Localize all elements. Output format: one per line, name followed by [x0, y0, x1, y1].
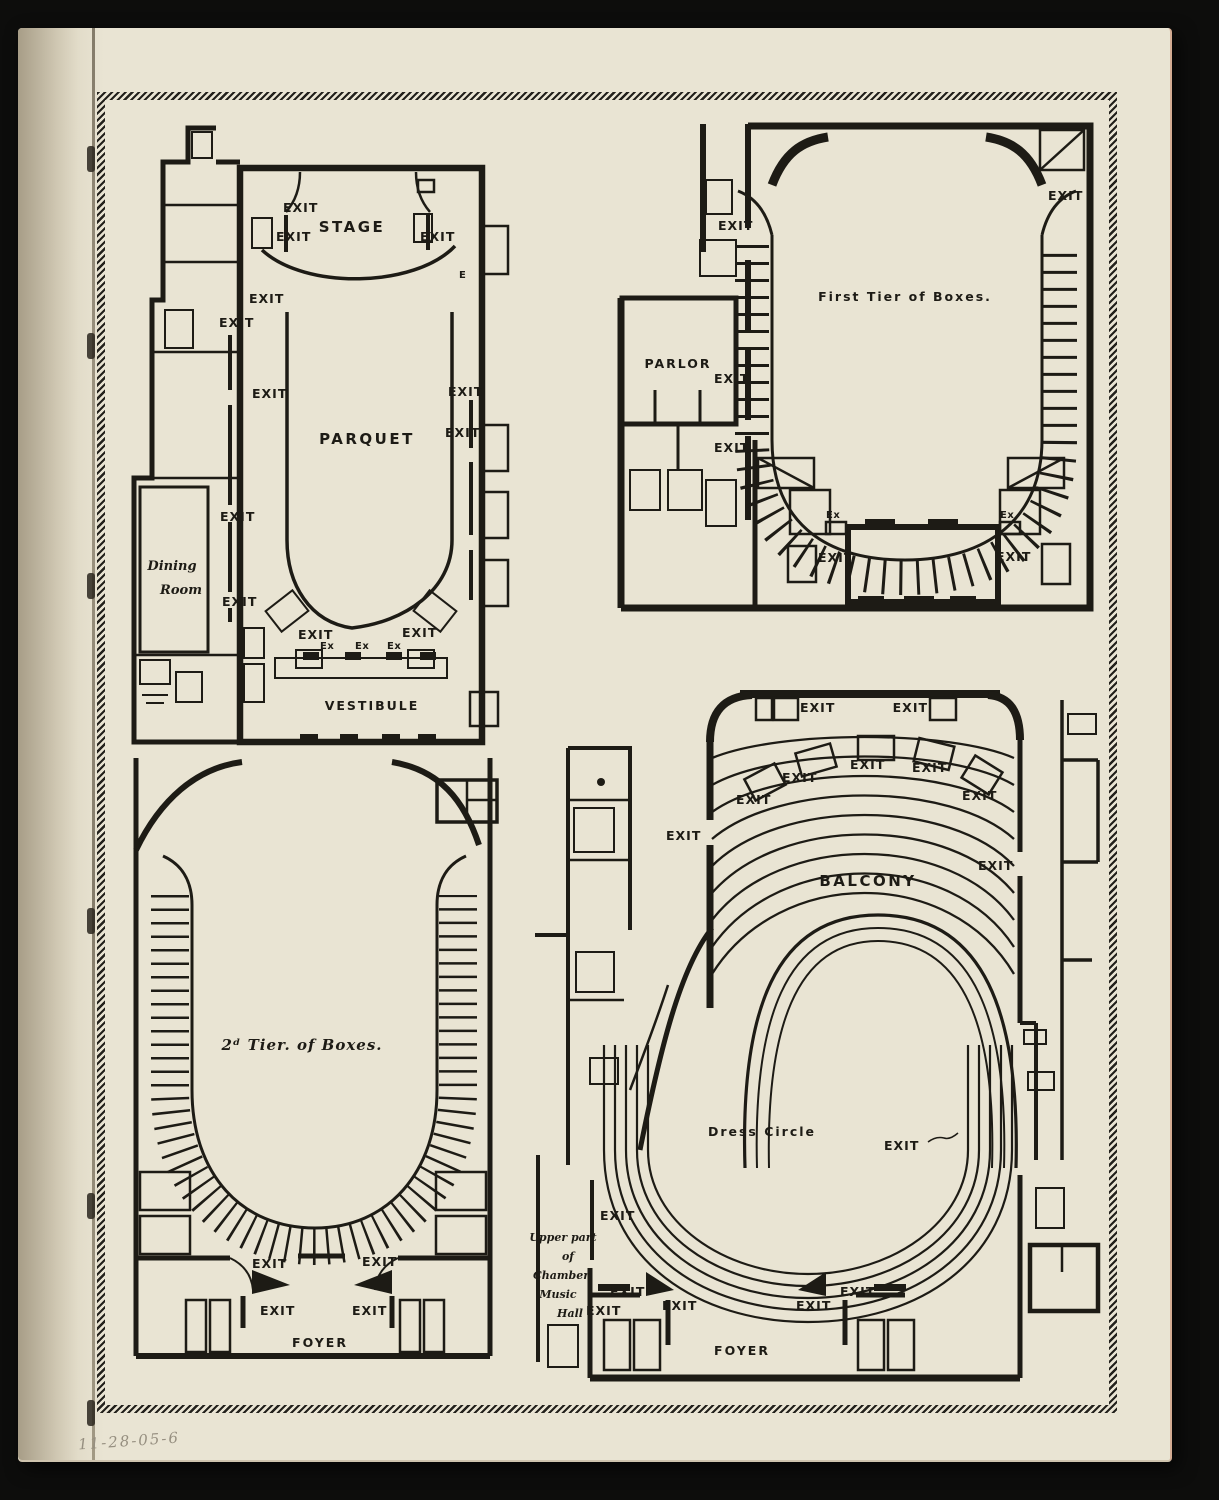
- chamber-hall-note: of: [562, 1250, 576, 1263]
- exit-label: EXIT: [420, 229, 455, 244]
- plan-parquet-linework: [131, 125, 510, 746]
- exit-label: EXIT: [666, 828, 701, 843]
- plan-second-tier-linework: [133, 758, 499, 1359]
- plan-first-tier: First Tier of Boxes. PARLOR EXIT EXIT EX…: [617, 122, 1094, 612]
- binding-stitch: [87, 1400, 95, 1426]
- parlor-label: PARLOR: [644, 356, 711, 371]
- exit-label: EXIT: [782, 770, 817, 785]
- exit-label: EXIT: [445, 425, 480, 440]
- exit-short-label: Ex: [320, 641, 334, 652]
- exit-short-label: Ex: [826, 510, 840, 521]
- exit-label: EXIT: [283, 200, 318, 215]
- foyer-label: FOYER: [714, 1343, 770, 1358]
- exit-label: EXIT: [662, 1298, 697, 1313]
- binding-crease: [92, 28, 95, 1460]
- exit-label: EXIT: [962, 788, 997, 803]
- exit-label: EXIT: [600, 1208, 635, 1223]
- exit-label: EXIT: [996, 549, 1031, 564]
- exit-label: EXIT: [352, 1303, 387, 1318]
- parquet-label: PARQUET: [319, 430, 415, 448]
- dining-room-label: Dining: [146, 559, 196, 574]
- plan-second-tier-labels: 2ᵈ Tier. of Boxes. FOYER EXIT EXIT EXIT …: [220, 1036, 397, 1350]
- chamber-hall-note: Hall: [556, 1307, 583, 1320]
- exit-label: EXIT: [718, 218, 753, 233]
- exit-label: EXIT: [252, 1256, 287, 1271]
- exit-label: EXIT: [219, 315, 254, 330]
- exit-label: EXIT: [818, 550, 853, 565]
- exit-label: EXIT: [978, 858, 1013, 873]
- plan-parquet-level: STAGE PARQUET Dining Room VESTIBULE EXIT…: [131, 125, 510, 746]
- exit-label: EXIT: [220, 509, 255, 524]
- exit-label: EXIT: [252, 386, 287, 401]
- exit-label: EXIT: [276, 229, 311, 244]
- exit-label: EXIT: [298, 627, 333, 642]
- plan-parquet-labels: STAGE PARQUET Dining Room VESTIBULE EXIT…: [146, 200, 483, 713]
- binding-stitch: [87, 908, 95, 934]
- foyer-label: FOYER: [292, 1335, 348, 1350]
- dining-room-label: Room: [159, 583, 202, 598]
- exit-label: EXIT: [714, 440, 749, 455]
- binding-stitch: [87, 573, 95, 599]
- book-binding: [18, 28, 104, 1460]
- exit-label: EXIT: [249, 291, 284, 306]
- exit-label: EXIT: [586, 1303, 621, 1318]
- chamber-hall-note: Upper part: [529, 1231, 596, 1244]
- exit-label: EXIT: [222, 594, 257, 609]
- exit-label: EXIT: [736, 792, 771, 807]
- exit-label: EXIT: [893, 700, 928, 715]
- first-tier-title: First Tier of Boxes.: [818, 289, 992, 304]
- binding-stitch: [87, 1193, 95, 1219]
- plan-balcony-labels: BALCONY Dress Circle FOYER Upper part of…: [529, 700, 1013, 1358]
- second-tier-title: 2ᵈ Tier. of Boxes.: [220, 1036, 382, 1054]
- exit-label: EXIT: [610, 1284, 645, 1299]
- binding-stitch: [87, 333, 95, 359]
- plan-balcony-linework: [535, 690, 1101, 1382]
- exit-label: EXIT: [448, 384, 483, 399]
- exit-label: EXIT: [884, 1138, 919, 1153]
- exit-label: EXIT: [402, 625, 437, 640]
- plan-second-tier: 2ᵈ Tier. of Boxes. FOYER EXIT EXIT EXIT …: [133, 758, 499, 1359]
- plan-first-tier-linework: [617, 122, 1094, 612]
- chamber-hall-note: Chamber: [533, 1269, 590, 1282]
- exit-label: EXIT: [800, 700, 835, 715]
- exit-label: EXIT: [1048, 188, 1083, 203]
- stage-label: STAGE: [319, 218, 386, 236]
- dress-circle-label: Dress Circle: [708, 1124, 816, 1139]
- exit-label: EXIT: [796, 1298, 831, 1313]
- exit-short-label: Ex: [1000, 510, 1014, 521]
- plan-balcony-level: BALCONY Dress Circle FOYER Upper part of…: [529, 690, 1101, 1382]
- exit-label: EXIT: [912, 760, 947, 775]
- exit-label: EXIT: [362, 1254, 397, 1269]
- exit-label: EXIT: [260, 1303, 295, 1318]
- vestibule-label: VESTIBULE: [325, 698, 420, 713]
- exit-letter-label: E: [459, 270, 466, 281]
- binding-stitch: [87, 146, 95, 172]
- exit-label: EXIT: [714, 371, 749, 386]
- exit-label: EXIT: [840, 1284, 875, 1299]
- exit-short-label: Ex: [355, 641, 369, 652]
- plan-first-tier-labels: First Tier of Boxes. PARLOR EXIT EXIT EX…: [644, 188, 1083, 565]
- balcony-label: BALCONY: [819, 872, 916, 890]
- exit-label: EXIT: [850, 757, 885, 772]
- chamber-hall-note: Music: [538, 1288, 577, 1301]
- exit-short-label: Ex: [387, 641, 401, 652]
